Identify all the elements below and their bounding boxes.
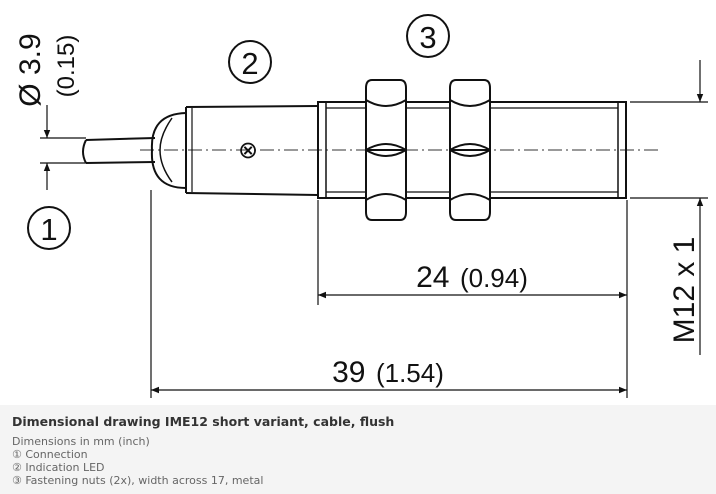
thread-length-mm-label: 24 (0.94) xyxy=(416,261,528,294)
extension-lines xyxy=(150,101,708,398)
caption-legend-item: ① Connection xyxy=(12,448,88,461)
diameter-in-label: (0.15) xyxy=(53,35,80,98)
caption-title: Dimensional drawing IME12 short variant,… xyxy=(12,414,395,429)
total-length-mm-label: 39 (1.54) xyxy=(332,356,444,389)
caption-legend-item: ③ Fastening nuts (2x), width across 17, … xyxy=(12,474,264,487)
diameter-dimension xyxy=(40,105,86,190)
diameter-mm-label: Ø 3.9 xyxy=(14,33,47,106)
callout-2-number: 2 xyxy=(241,46,258,81)
callout-2: 2 xyxy=(228,40,272,84)
fastening-nut-right xyxy=(449,79,491,221)
sensor-body xyxy=(185,105,319,196)
drawing-svg: ⊗ xyxy=(14,14,708,398)
caption-units: Dimensions in mm (inch) xyxy=(12,435,150,448)
callout-1: 1 xyxy=(27,206,71,250)
fastening-nut-left xyxy=(365,79,407,221)
callout-3: 3 xyxy=(406,14,450,58)
thread-size-label: M12 x 1 xyxy=(668,237,701,344)
callout-3-number: 3 xyxy=(419,20,436,55)
caption-legend-item: ② Indication LED xyxy=(12,461,105,474)
led-symbol: ⊗ xyxy=(238,137,258,164)
caption-panel: Dimensional drawing IME12 short variant,… xyxy=(0,405,716,494)
dimensional-drawing: ⊗ xyxy=(14,14,708,398)
callout-1-number: 1 xyxy=(40,212,57,247)
cable xyxy=(82,137,156,164)
